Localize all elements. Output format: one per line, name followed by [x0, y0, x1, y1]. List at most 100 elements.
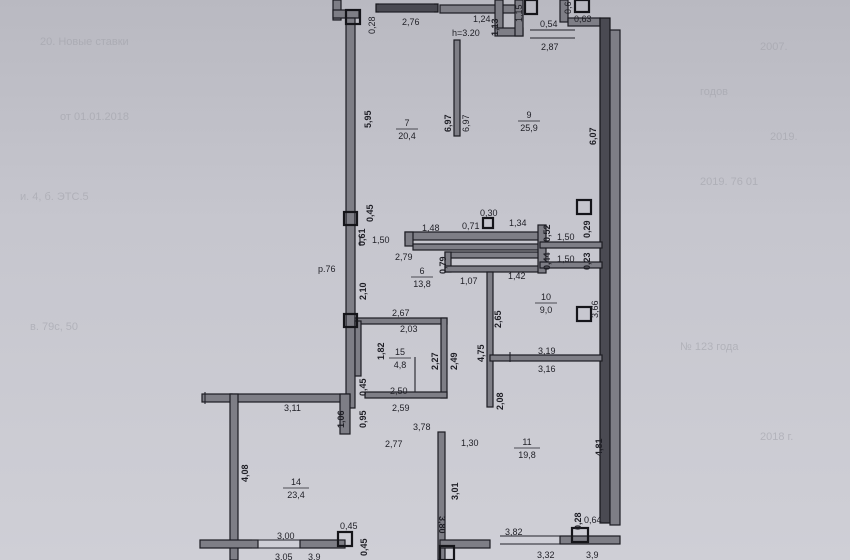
- dim-2-08: 2,08: [495, 392, 505, 410]
- dim-1-48: 1,48: [422, 223, 440, 233]
- dim-1-50-b: 1,50: [557, 232, 575, 242]
- room-9: 9 25,9: [518, 110, 540, 133]
- dim-1-30: 1,30: [461, 438, 479, 448]
- bg-text-2: от 01.01.2018: [60, 111, 129, 123]
- dim-0-6: 0,6: [563, 1, 573, 14]
- room-11-number: 11: [522, 437, 531, 447]
- dim-3-78: 3,78: [413, 422, 431, 432]
- dim-2-50: 2,50: [390, 386, 408, 396]
- door-window-lines: [204, 3, 575, 549]
- dim-0-30: 0,30: [480, 208, 498, 218]
- dim-0-52: 0,52: [542, 224, 552, 242]
- ceiling-height-label: h=3.20: [452, 28, 480, 38]
- bg-text-5: 2007.: [760, 41, 788, 53]
- dim-4-75: 4,75: [476, 344, 486, 362]
- walls: [199, 0, 621, 560]
- room-9-number: 9: [526, 110, 531, 120]
- dim-3-11: 3,11: [284, 403, 301, 413]
- room-6: 6 13,8: [411, 266, 433, 289]
- dim-0-71: 0,71: [462, 221, 480, 231]
- dimension-labels: 2,76 1,24 0,54 0,63 2,87 1,50 1,48 0,30 …: [275, 14, 602, 560]
- bg-text-8: 2019. 76 01: [700, 176, 758, 188]
- dim-2-27: 2,27: [430, 352, 440, 370]
- room-11-area: 19,8: [518, 450, 536, 460]
- bg-text-3: и. 4, б. ЭТС.5: [20, 191, 89, 203]
- dim-2-67: 2,67: [392, 308, 410, 318]
- columns: [336, 0, 593, 560]
- dim-2-87: 2,87: [541, 42, 559, 52]
- room-7-area: 20,4: [398, 131, 416, 141]
- dim-0-44: 0,44: [542, 252, 552, 270]
- room-9-area: 25,9: [520, 123, 538, 133]
- dim-0-28-a: 0,28: [367, 16, 377, 34]
- dim-0-64: 0,64: [584, 515, 602, 525]
- bg-text-10: 2018 г.: [760, 431, 793, 443]
- room-7: 7 20,4: [396, 118, 418, 141]
- dim-0-61: 0,61: [357, 228, 367, 246]
- room-labels: 7 20,4 9 25,9 6 13,8 10 9,0 15 4,8 11 19…: [283, 110, 557, 500]
- room-10-area: 9,0: [540, 305, 553, 315]
- dim-6-97-a: 6,97: [443, 114, 453, 132]
- dim-1-50-a: 1,50: [372, 235, 390, 245]
- dim-0-45-d: 0,45: [359, 538, 369, 556]
- dim-6-97-b: 6,97: [461, 114, 471, 132]
- dim-2-03: 2,03: [400, 324, 418, 334]
- dim-3-9-b: 3,9: [308, 552, 321, 560]
- dim-6-07: 6,07: [588, 127, 598, 145]
- dim-0-95: 0,95: [358, 410, 368, 428]
- dim-0-23: 0,23: [582, 252, 592, 270]
- dim-1-07: 1,07: [460, 276, 478, 286]
- dim-1-34: 1,34: [509, 218, 527, 228]
- dim-2-79: 2,79: [395, 252, 413, 262]
- dim-2-65: 2,65: [493, 310, 503, 328]
- dim-0-45-b: 0,45: [358, 378, 368, 396]
- dim-2-10: 2,10: [358, 282, 368, 300]
- dim-2-49: 2,49: [449, 352, 459, 370]
- room-15-area: 4,8: [394, 360, 407, 370]
- room-10-number: 10: [541, 292, 551, 302]
- dim-3-05: 3,05: [275, 552, 293, 560]
- dim-2-77: 2,77: [385, 439, 403, 449]
- dim-1-13: 1,13: [490, 18, 500, 36]
- dim-3-00: 3,00: [277, 531, 295, 541]
- room-7-number: 7: [404, 118, 409, 128]
- room-15: 15 4,8: [389, 347, 411, 370]
- bg-text-4: в. 79с, 50: [30, 321, 78, 333]
- dim-3-9-a: 3,9: [586, 550, 599, 560]
- dim-0-79: 0,79: [438, 256, 448, 274]
- dim-1-24: 1,24: [473, 14, 491, 24]
- dim-3-80: 3,80: [437, 516, 447, 534]
- dim-1-42: 1,42: [508, 271, 526, 281]
- stair-label: p.76: [318, 264, 336, 274]
- dim-0-28-b: 0,28: [573, 512, 583, 530]
- dim-0-29: 0,29: [582, 220, 592, 238]
- dim-1-06: 1,06: [336, 410, 346, 428]
- bg-text-1: 20. Новые ставки: [40, 36, 129, 48]
- background-text: 20. Новые ставки от 01.01.2018 и. 4, б. …: [20, 36, 798, 443]
- dim-4-08: 4,08: [240, 464, 250, 482]
- dim-1-15: 1,15: [514, 4, 524, 22]
- dim-3-82: 3,82: [505, 527, 523, 537]
- dim-0-45-a: 0,45: [365, 204, 375, 222]
- dim-3-01: 3,01: [450, 482, 460, 500]
- dim-4-81: 4,81: [594, 438, 604, 456]
- dim-0-45-c: 0,45: [340, 521, 358, 531]
- dim-3-66: 3,66: [590, 300, 600, 318]
- room-14-number: 14: [291, 477, 301, 487]
- room-6-number: 6: [419, 266, 424, 276]
- room-11: 11 19,8: [514, 437, 540, 460]
- room-6-area: 13,8: [413, 279, 431, 289]
- bg-text-9: № 123 года: [680, 341, 739, 353]
- dim-2-76: 2,76: [402, 17, 420, 27]
- room-14-area: 23,4: [287, 490, 305, 500]
- bg-text-7: 2019.: [770, 131, 798, 143]
- room-14: 14 23,4: [283, 477, 309, 500]
- bg-text-6: годов: [700, 86, 728, 98]
- room-10: 10 9,0: [535, 292, 557, 315]
- dim-1-50-c: 1,50: [557, 254, 575, 264]
- dim-3-32: 3,32: [537, 550, 555, 560]
- dim-0-63: 0,63: [574, 14, 592, 24]
- room-15-number: 15: [395, 347, 405, 357]
- dim-2-59: 2,59: [392, 403, 410, 413]
